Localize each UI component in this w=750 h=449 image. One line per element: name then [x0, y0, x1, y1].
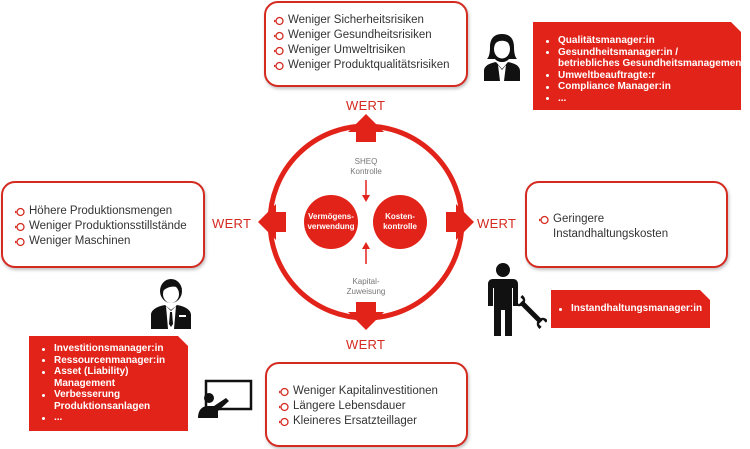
roles-box-maintenance: Instandhaltungsmanager:in	[551, 290, 710, 328]
businessman-icon	[151, 279, 191, 329]
bullet-icon	[274, 31, 284, 41]
list-item: Weniger Maschinen	[15, 234, 203, 249]
value-label-bottom: WERT	[346, 337, 386, 352]
cost-control-circle	[373, 195, 427, 249]
arrow-down	[348, 302, 384, 330]
role-item: ...	[543, 93, 741, 105]
role-item-continued: betriebliches Gesundheitsmanagement	[558, 58, 745, 69]
asset-usage-circle	[304, 195, 358, 249]
bullet-icon	[15, 222, 25, 232]
roles-box-quality: Qualitätsmanager:in Gesundheitsmanager:i…	[533, 22, 741, 110]
benefits-box-risk: Weniger Sicherheitsrisiken Weniger Gesun…	[264, 1, 468, 87]
bullet-icon	[279, 417, 289, 427]
role-item: Instandhaltungsmanager:in	[556, 303, 710, 315]
list-item: Weniger Kapitalinvestitionen	[279, 384, 466, 399]
role-item: Qualitätsmanager:in	[543, 35, 741, 47]
benefits-box-production: Höhere Produktionsmengen Weniger Produkt…	[1, 181, 205, 268]
value-label-top: WERT	[346, 98, 386, 113]
capital-allocation-label: Kapital-Zuweisung	[346, 277, 386, 296]
value-label-right: WERT	[477, 216, 517, 231]
asset-usage-label: Vermögens-verwendung	[307, 212, 355, 231]
roles-box-investment: Investitionsmanager:in Ressourcenmanager…	[29, 336, 188, 431]
role-item: Umweltbeauftragte:r	[543, 70, 741, 82]
bullet-icon	[15, 207, 25, 217]
list-item: Weniger Produktionsstillstände	[15, 219, 203, 234]
list-item: Kleineres Ersatzteillager	[279, 414, 466, 429]
bullet-icon	[15, 237, 25, 247]
list-item: Weniger Gesundheitsrisiken	[274, 28, 466, 43]
role-item: Ressourcenmanager:in	[39, 355, 188, 367]
small-arrow-up	[362, 242, 370, 249]
role-item: Verbesserung	[39, 389, 188, 401]
list-item: Weniger Sicherheitsrisiken	[274, 13, 466, 28]
bullet-icon	[279, 402, 289, 412]
mechanic-with-wrench-icon	[488, 263, 547, 336]
list-item: Weniger Produktqualitätsrisiken	[274, 58, 466, 73]
bullet-icon	[274, 16, 284, 26]
role-item: Asset (Liability)	[39, 366, 188, 378]
list-item-continued: Instandhaltungskosten	[553, 228, 669, 240]
bullet-icon	[274, 46, 284, 56]
arrow-right	[446, 204, 474, 240]
role-item: Compliance Manager:in	[543, 81, 741, 93]
list-item: Längere Lebensdauer	[279, 399, 466, 414]
presenter-board-icon	[198, 379, 253, 418]
benefits-box-capital: Weniger Kapitalinvestitionen Längere Leb…	[265, 362, 468, 447]
benefits-box-maintenance: Geringere Instandhaltungskosten	[525, 181, 728, 268]
bullet-icon	[279, 387, 289, 397]
cost-control-label: Kosten-kontrolle	[383, 212, 417, 231]
bullet-icon	[539, 215, 549, 225]
list-item: Höhere Produktionsmengen	[15, 204, 203, 219]
arrow-left	[258, 204, 286, 240]
role-item: Gesundheitsmanager:in /	[543, 47, 741, 59]
value-label-left: WERT	[212, 216, 252, 231]
role-item: Investitionsmanager:in	[39, 343, 188, 355]
role-item-continued: Produktionsanlagen	[54, 400, 151, 412]
businesswoman-icon	[484, 34, 520, 81]
role-item: ...	[39, 412, 188, 424]
list-item: Geringere	[539, 212, 726, 227]
small-arrow-down	[362, 195, 370, 202]
bullet-icon	[274, 61, 284, 71]
arrow-up	[348, 114, 384, 142]
role-item-continued: Management	[54, 377, 116, 389]
list-item: Weniger Umweltrisiken	[274, 43, 466, 58]
